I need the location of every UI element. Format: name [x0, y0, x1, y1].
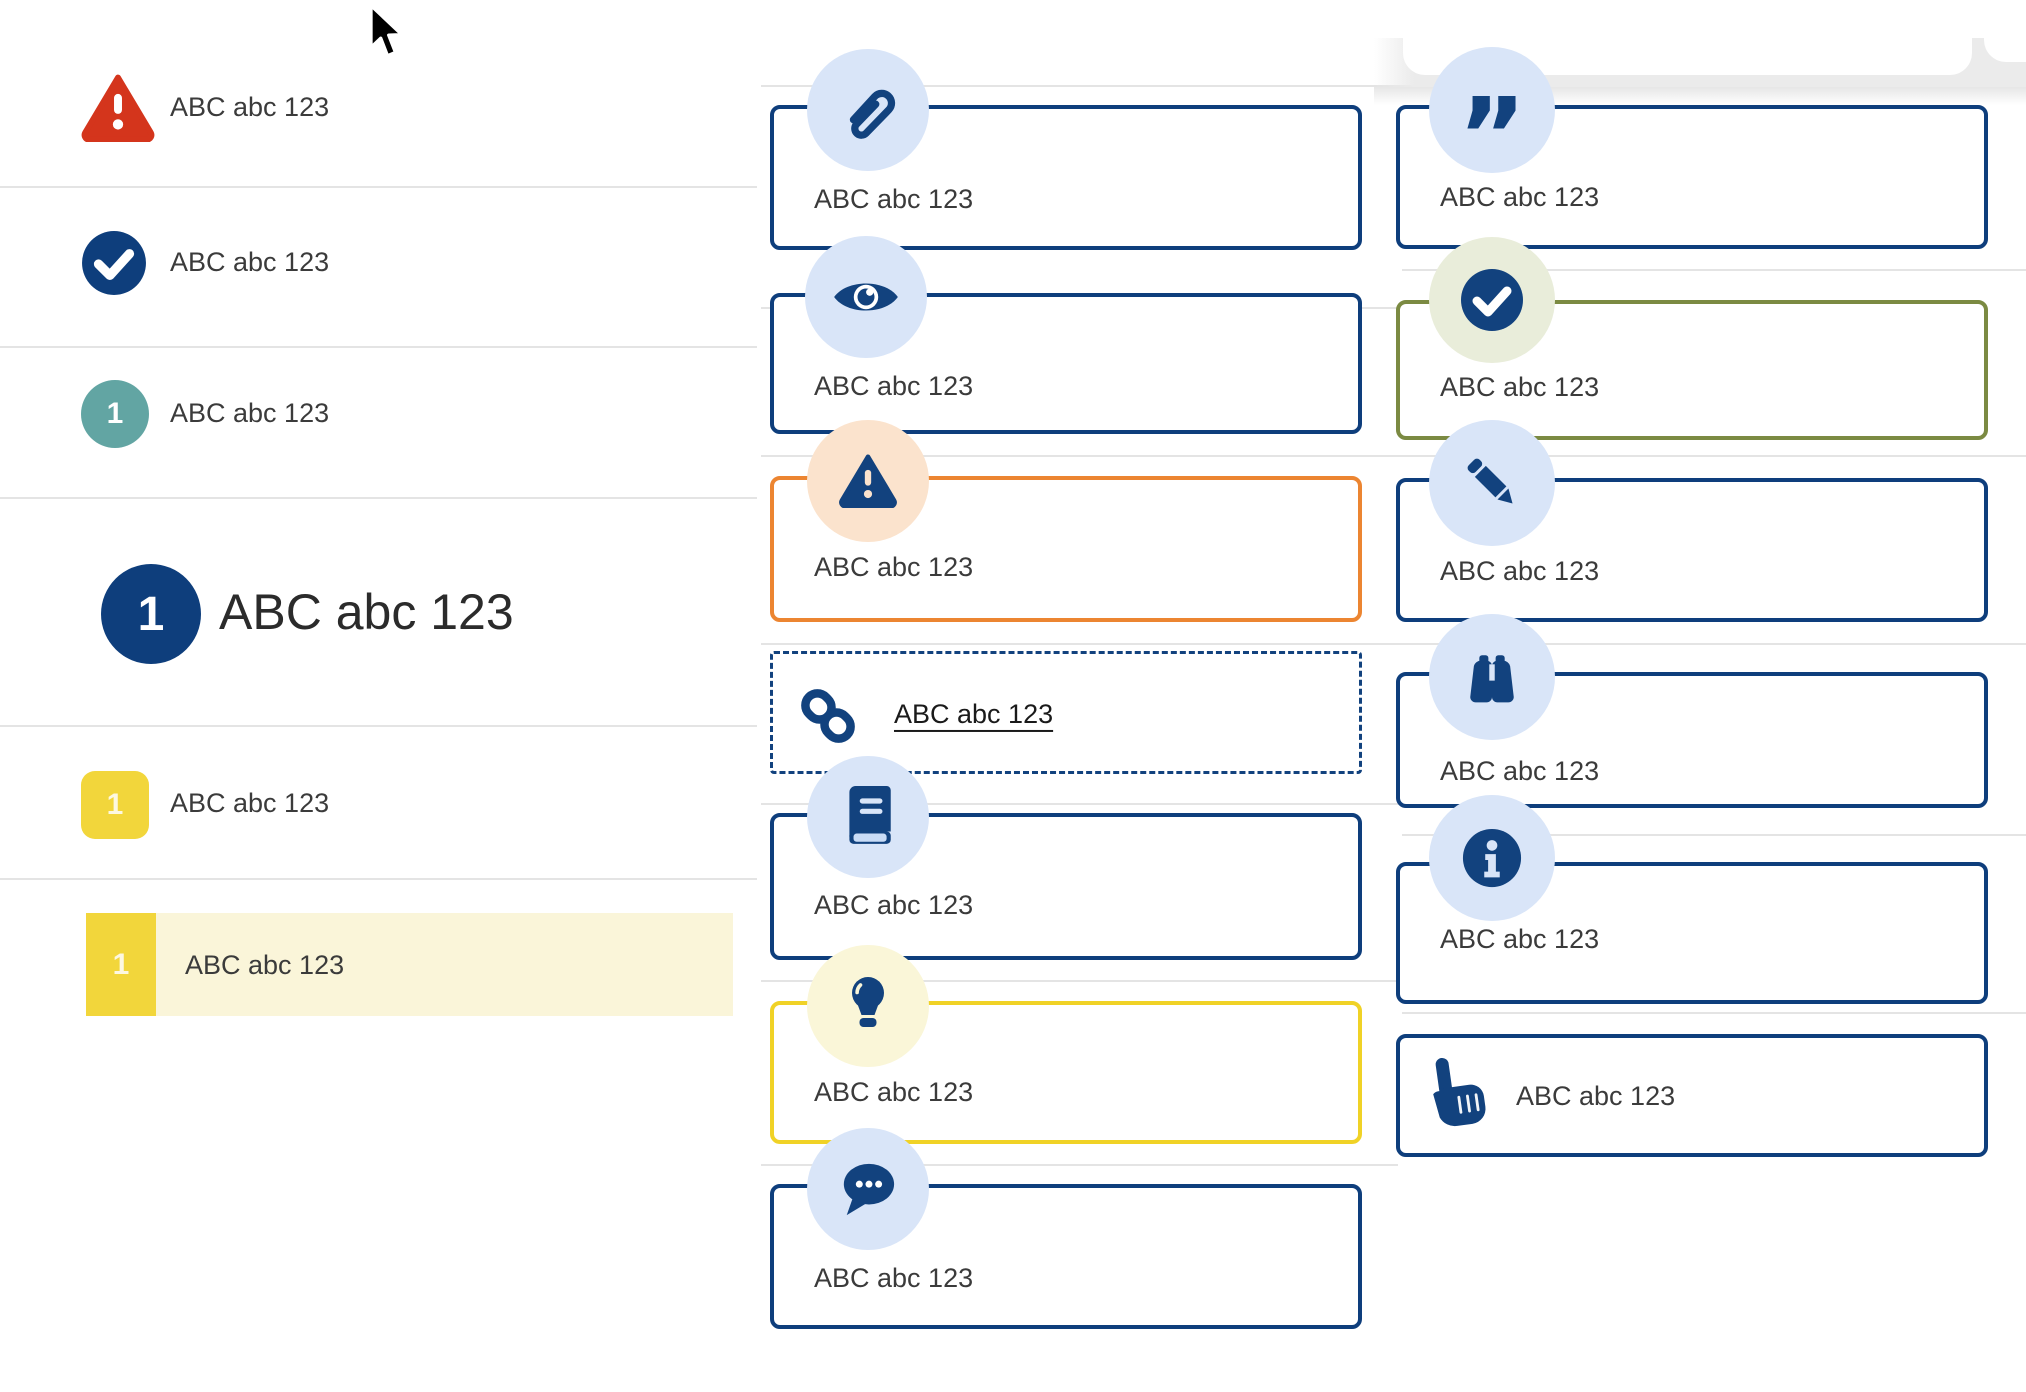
callout-quote: [1396, 105, 1988, 249]
callout-label: ABC abc 123: [1440, 371, 1600, 402]
divider: [761, 455, 2026, 457]
callout-action[interactable]: [1396, 1034, 1988, 1157]
check-circle-icon: [1429, 237, 1555, 363]
book-icon: [807, 756, 929, 878]
number-badge-yellow: 1: [81, 771, 149, 839]
number-badge-yellow-tab: 1: [86, 913, 156, 1016]
number-badge-navy-large: 1: [101, 564, 201, 664]
heading-label: ABC abc 123: [219, 584, 514, 640]
pencil-icon: [1429, 420, 1555, 546]
warning-triangle-icon: [807, 420, 929, 542]
callout-label: ABC abc 123: [1440, 923, 1600, 954]
callout-info: [1396, 862, 1988, 1004]
callout-label: ABC abc 123: [1440, 755, 1600, 786]
eye-icon: [805, 236, 927, 358]
info-icon: [1429, 795, 1555, 921]
callout-label: ABC abc 123: [814, 370, 974, 401]
divider: [0, 878, 757, 880]
chat-icon: [807, 1128, 929, 1250]
callout-label: ABC abc 123: [814, 551, 974, 582]
lightbulb-icon: [807, 945, 929, 1067]
top-panel-corner: [1984, 0, 2026, 62]
callout-link[interactable]: [770, 651, 1362, 774]
check-circle-icon: [81, 230, 147, 296]
binoculars-icon: [1429, 614, 1555, 740]
divider: [0, 497, 757, 499]
list-item-label: ABC abc 123: [170, 397, 330, 428]
list-item-label: ABC abc 123: [185, 949, 345, 980]
list-item-label: ABC abc 123: [170, 246, 330, 277]
hand-pointer-icon: [1424, 1054, 1490, 1130]
list-item-label: ABC abc 123: [170, 787, 330, 818]
callout-label: ABC abc 123: [814, 1076, 974, 1107]
callout-link-text[interactable]: ABC abc 123: [894, 698, 1054, 729]
highlighted-row: [86, 913, 733, 1016]
divider: [761, 980, 1398, 982]
divider: [0, 725, 757, 727]
divider: [1402, 1012, 2026, 1014]
callout-label: ABC abc 123: [1516, 1080, 1676, 1111]
divider: [1402, 834, 2026, 836]
callout-warning: [770, 476, 1362, 622]
link-icon: [796, 684, 860, 748]
mouse-cursor: [366, 4, 412, 64]
paperclip-icon: [807, 49, 929, 171]
callout-label: ABC abc 123: [814, 889, 974, 920]
quote-icon: ”: [1429, 47, 1555, 188]
list-item-label: ABC abc 123: [170, 91, 330, 122]
divider: [0, 186, 757, 188]
callout-label: ABC abc 123: [814, 183, 974, 214]
divider: [0, 346, 757, 348]
divider: [761, 643, 2026, 645]
divider: [761, 1164, 1398, 1166]
callout-label: ABC abc 123: [1440, 181, 1600, 212]
divider: [1402, 269, 2026, 271]
callout-label: ABC abc 123: [1440, 555, 1600, 586]
number-badge-teal: 1: [81, 380, 149, 448]
callout-label: ABC abc 123: [814, 1262, 974, 1293]
warning-triangle-icon: [80, 74, 156, 142]
divider: [761, 803, 1398, 805]
